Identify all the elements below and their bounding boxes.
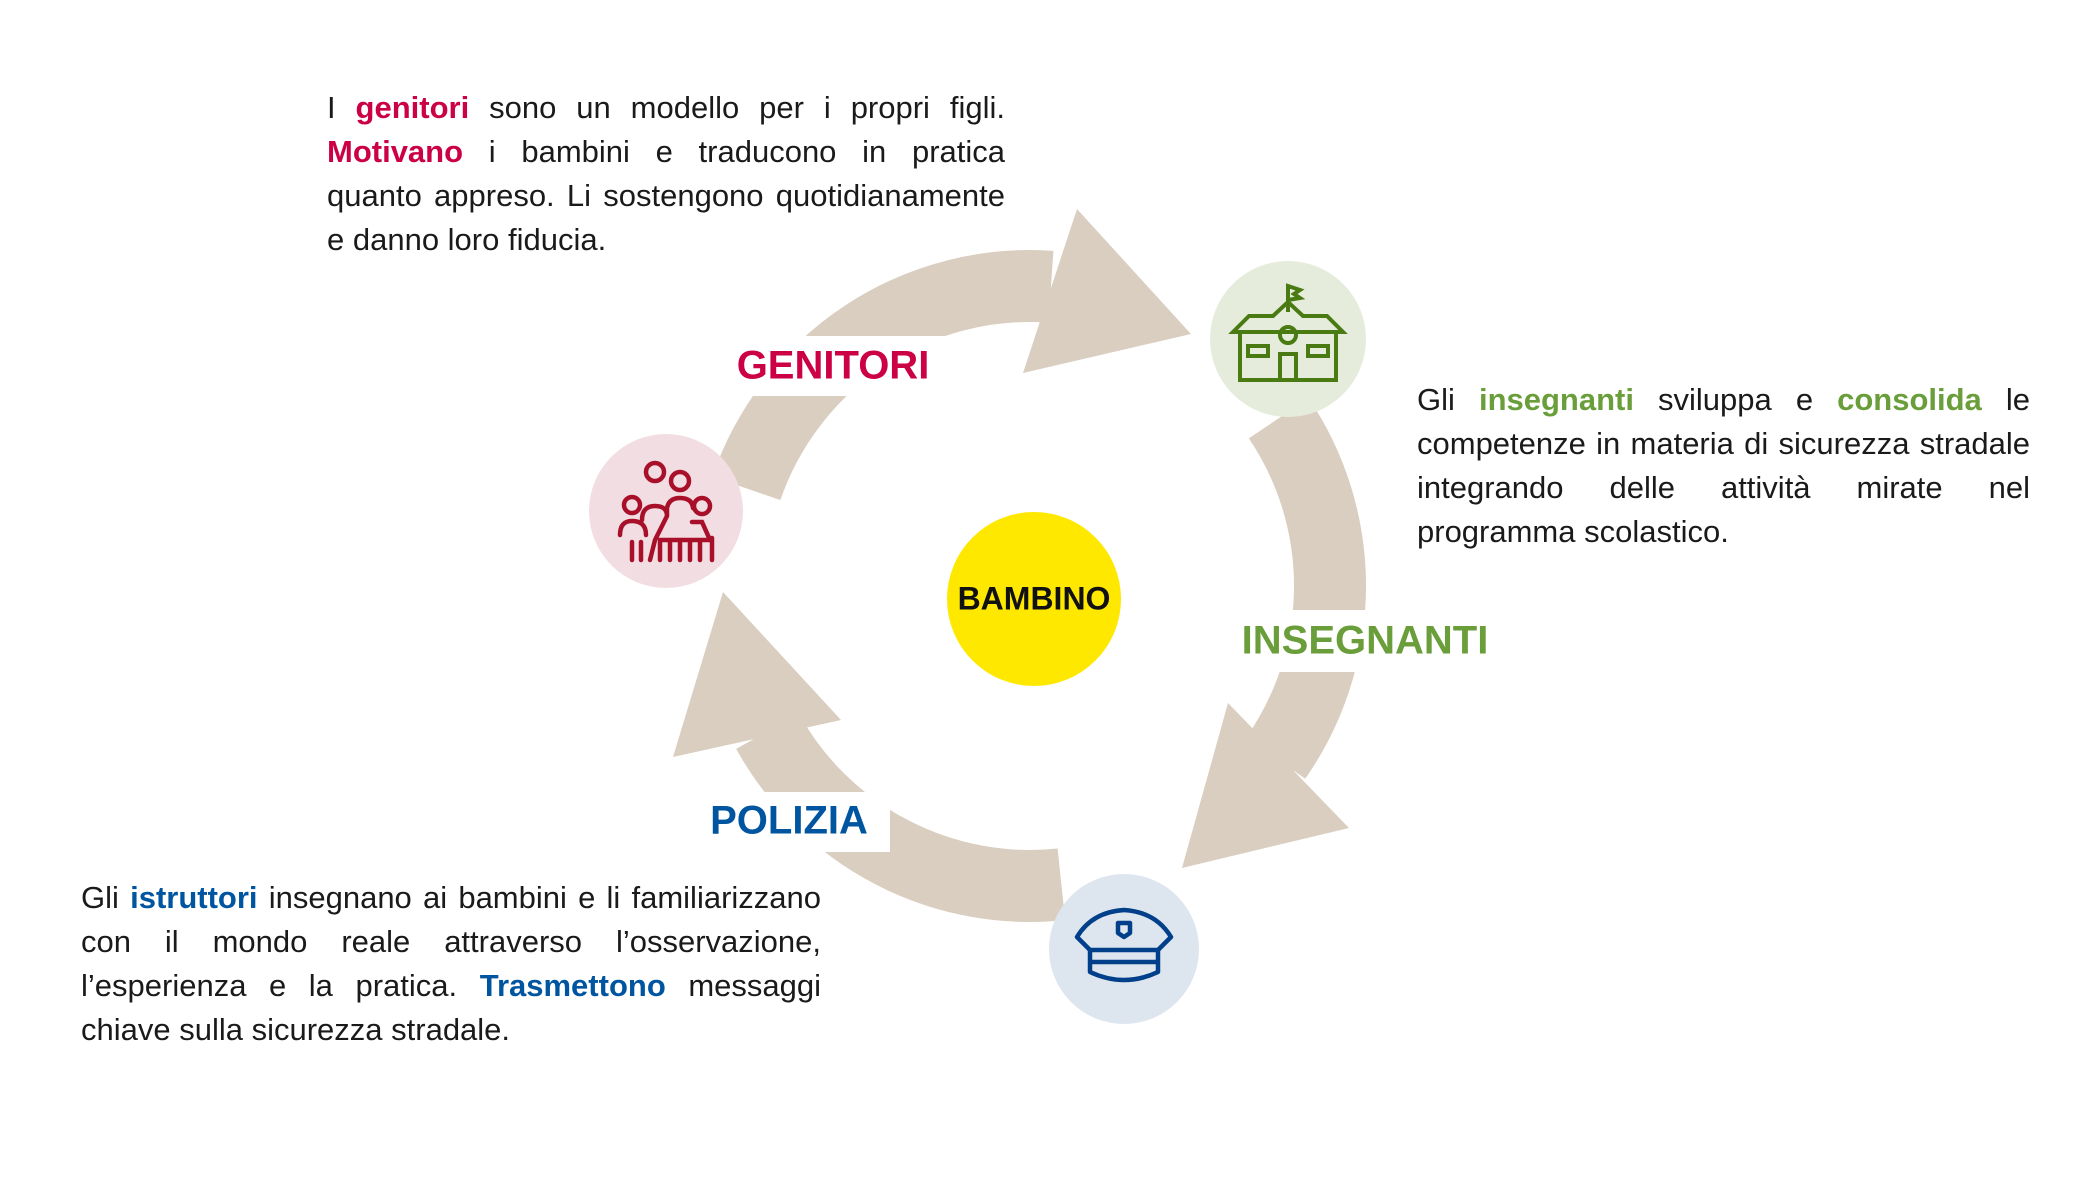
highlight: genitori xyxy=(355,90,470,125)
text: sviluppa e xyxy=(1633,382,1838,417)
highlight: consolida xyxy=(1837,382,1982,417)
text: Gli xyxy=(1417,382,1479,417)
insegnanti-node xyxy=(1210,261,1366,417)
highlight: Trasmettono xyxy=(479,968,666,1003)
arrowhead-left xyxy=(673,592,841,757)
highlight: istruttori xyxy=(130,880,258,915)
text: I xyxy=(327,90,356,125)
police-cap-icon xyxy=(1074,907,1174,983)
highlight: Motivano xyxy=(327,134,464,169)
polizia-node xyxy=(1049,874,1199,1024)
family-icon xyxy=(617,460,715,563)
center-label: BAMBINO xyxy=(957,580,1111,617)
text: le competenze in materia di sicurezza st… xyxy=(1417,382,2030,549)
text: i bambini e traducono in pratica quanto … xyxy=(327,134,1005,257)
arrow-insegnanti-to-polizia xyxy=(1245,398,1366,779)
highlight: insegnanti xyxy=(1478,382,1634,417)
text: sono un modello per i propri figli. xyxy=(469,90,1005,125)
insegnanti-label: INSEGNANTI xyxy=(1241,618,1489,663)
arrow-polizia-to-genitori xyxy=(736,713,1066,922)
genitori-node xyxy=(589,434,743,588)
polizia-description: Gli istruttori insegnano ai bambini e li… xyxy=(81,876,821,1052)
genitori-label: GENITORI xyxy=(736,343,930,388)
polizia-label: POLIZIA xyxy=(710,798,868,843)
text: insegnano ai bambini e li familiarizzano… xyxy=(81,880,822,1003)
text: messaggi chiave sulla sicurezza stradale… xyxy=(81,968,821,1047)
school-icon xyxy=(1228,283,1348,382)
center-circle xyxy=(947,512,1121,686)
arrowhead-right xyxy=(1182,703,1349,868)
arrow-genitori-to-insegnanti xyxy=(712,250,1054,501)
insegnanti-description: Gli insegnanti sviluppa e consolida le c… xyxy=(1417,378,2030,554)
arrowhead-top xyxy=(1023,209,1191,373)
genitori-description: I genitori sono un modello per i propri … xyxy=(327,86,1005,262)
text: Gli xyxy=(81,880,131,915)
